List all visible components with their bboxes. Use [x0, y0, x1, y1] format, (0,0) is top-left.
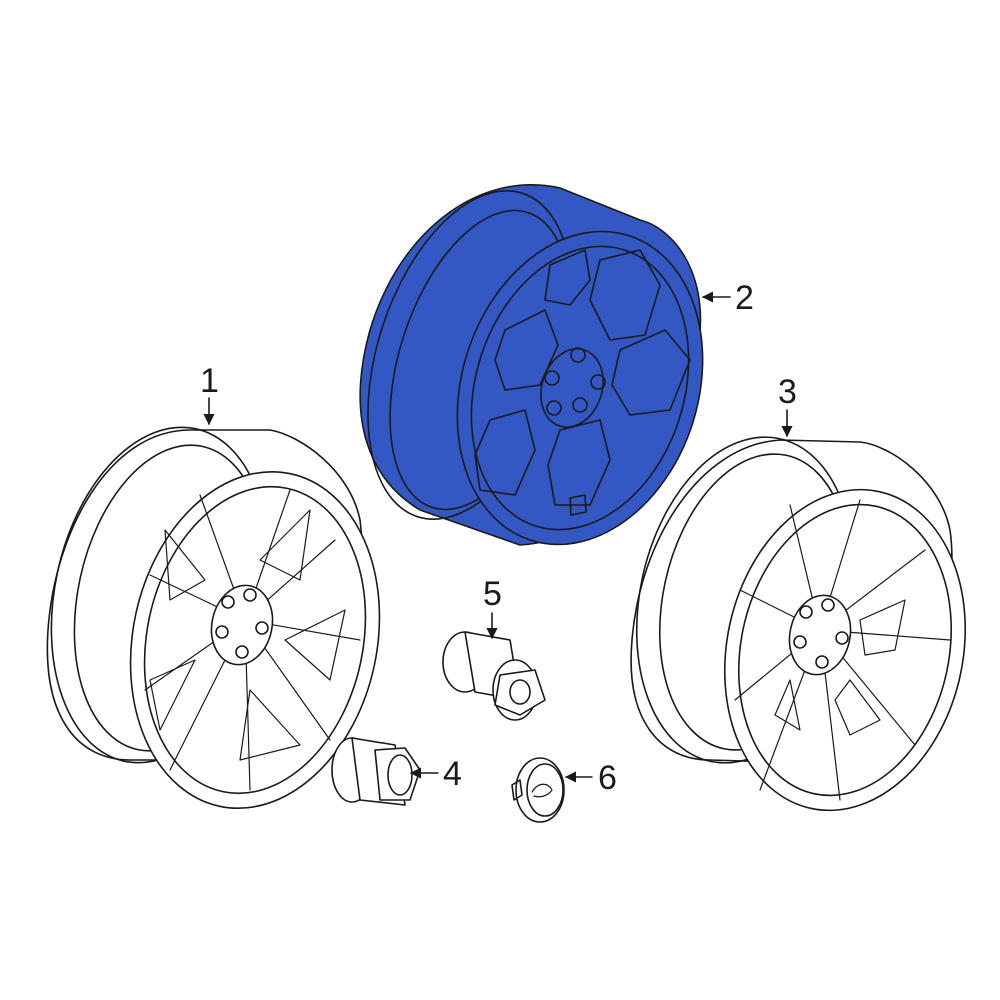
- callout-2: 2: [735, 279, 754, 317]
- wheel-highlighted[interactable]: [330, 165, 742, 577]
- wheel-3-hub: [788, 594, 852, 676]
- center-cap[interactable]: [511, 757, 565, 823]
- callout-4: 4: [443, 755, 462, 793]
- callout-6: 6: [598, 759, 617, 797]
- callout-1: 1: [200, 362, 219, 400]
- wheel-2-face: [456, 230, 704, 546]
- lug-nut-lower[interactable]: [331, 737, 421, 806]
- callout-5: 5: [483, 575, 502, 613]
- callout-3: 3: [778, 373, 797, 411]
- lug-nut-upper[interactable]: [442, 631, 546, 721]
- wheel-3-spokes: [734, 499, 951, 801]
- wheel-left[interactable]: [22, 407, 410, 832]
- wheel-2-windows: [474, 249, 691, 506]
- wheel-right[interactable]: [608, 417, 994, 833]
- wheel-1-hub: [210, 584, 274, 666]
- wheel-2-hub: [540, 347, 606, 428]
- callout-leaders: [203, 291, 793, 783]
